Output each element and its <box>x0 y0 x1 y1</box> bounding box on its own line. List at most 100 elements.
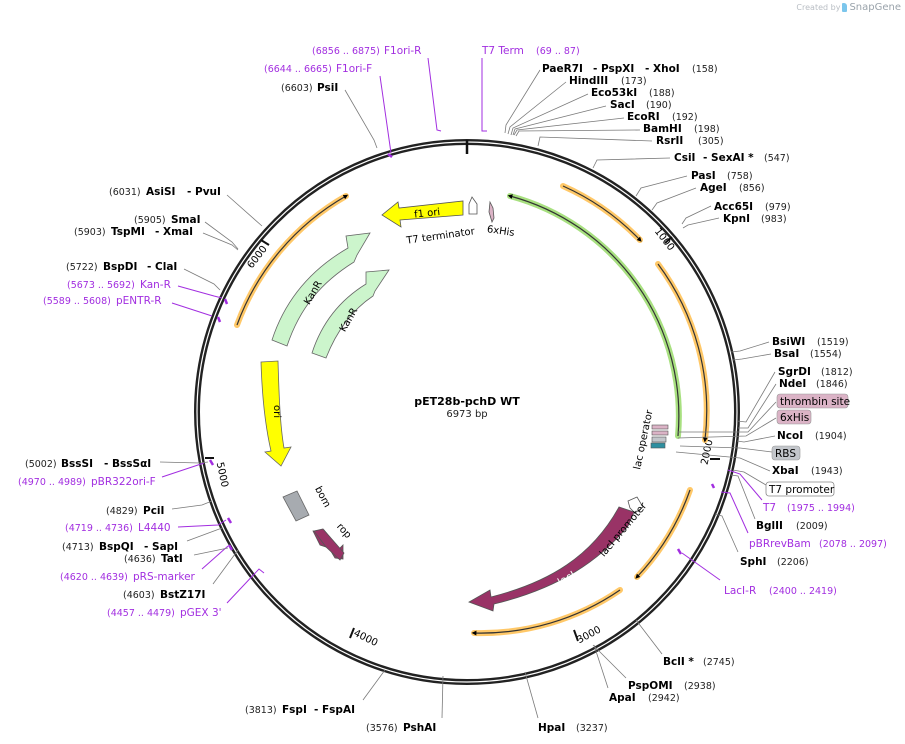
svg-text:(4970 .. 4989): (4970 .. 4989) <box>18 477 86 488</box>
svg-text:(4620 .. 4639): (4620 .. 4639) <box>60 572 128 583</box>
feature-bom[interactable]: bom <box>282 485 332 522</box>
svg-text:(758): (758) <box>727 171 753 182</box>
primer-kan-r[interactable]: (5673 .. 5692) Kan-R <box>67 279 229 305</box>
feature-f1-ori[interactable]: f1 ori <box>381 200 464 228</box>
svg-text:pGEX 3': pGEX 3' <box>180 607 222 619</box>
enzyme-pcii[interactable]: (4829) PciI <box>106 500 213 517</box>
enzyme-ncoi[interactable]: NcoI (1904) <box>736 430 847 443</box>
svg-text:thrombin site: thrombin site <box>780 396 850 408</box>
svg-text:RsrII: RsrII <box>656 135 683 147</box>
svg-text:pRS-marker: pRS-marker <box>133 571 196 583</box>
enzyme-bsiwi[interactable]: BsiWI (1519) <box>730 336 849 353</box>
enzyme-agei[interactable]: AgeI (856) <box>651 182 765 211</box>
enzyme-saci[interactable]: SacI (190) <box>512 99 672 136</box>
svg-text:HindIII: HindIII <box>569 75 608 87</box>
feature-6xhis[interactable]: 6xHis <box>677 409 812 439</box>
svg-text:(3813): (3813) <box>245 705 277 716</box>
svg-text:(4457 .. 4479): (4457 .. 4479) <box>107 608 175 619</box>
feature-rop[interactable]: rop <box>312 521 353 561</box>
primer-t7-term[interactable]: T7 Term (69 .. 87) <box>481 45 580 132</box>
svg-text:(1812): (1812) <box>821 367 853 378</box>
feature-t7-promoter[interactable]: T7 promoter <box>732 469 835 497</box>
enzyme-ecori[interactable]: EcoRI (192) <box>513 111 698 136</box>
svg-text:F1ori-F: F1ori-F <box>336 63 372 75</box>
f1-ori-label: f1 ori <box>414 207 441 221</box>
enzyme-csii[interactable]: CsiI - SexAI * (547) <box>592 152 790 169</box>
svg-text:TatI: TatI <box>161 553 183 565</box>
primer-l4440[interactable]: (4719 .. 4736) L4440 <box>65 517 233 534</box>
enzyme-eco53ki[interactable]: Eco53kI (188) <box>510 87 675 136</box>
enzyme-hindiii[interactable]: HindIII (173) <box>507 75 647 135</box>
enzyme-pasi[interactable]: PasI (758) <box>635 170 753 197</box>
svg-text:(5002): (5002) <box>25 459 57 470</box>
svg-text:RBS: RBS <box>775 448 796 460</box>
feature-kanr-outer[interactable]: KanR <box>271 232 371 347</box>
svg-text:CsiI: CsiI <box>674 152 695 164</box>
enzyme-pspomi[interactable]: PspOMI (2938) <box>592 644 716 692</box>
enzyme-bsssi[interactable]: (5002) BssSI - BssSαI <box>25 458 209 470</box>
enzyme-hpai[interactable]: HpaI (3237) <box>524 671 608 734</box>
svg-text:T7 Term: T7 Term <box>481 45 524 57</box>
enzyme-sgrdi[interactable]: SgrDI (1812) <box>736 366 853 423</box>
svg-text:- SexAI *: - SexAI * <box>703 152 754 164</box>
svg-text:(2009): (2009) <box>796 521 828 532</box>
svg-text:pBR322ori-F: pBR322ori-F <box>91 476 156 488</box>
svg-text:(5905): (5905) <box>134 215 166 226</box>
svg-text:(190): (190) <box>646 100 672 111</box>
svg-text:(188): (188) <box>649 88 675 99</box>
enzyme-acc65i[interactable]: Acc65I (979) <box>681 201 791 225</box>
enzyme-bspqi[interactable]: (4713) BspQI - SapI <box>62 527 223 553</box>
enzyme-asisi[interactable]: (6031) AsiSI - PvuI <box>109 186 263 227</box>
feature-rbs[interactable]: RBS <box>679 445 801 461</box>
enzyme-tati[interactable]: (4636) TatI <box>124 547 229 565</box>
feature-thrombin-site[interactable]: thrombin site <box>678 393 850 433</box>
svg-text:PciI: PciI <box>143 505 164 517</box>
enzyme-tspmi[interactable]: (5903) TspMI - XmaI <box>74 226 239 251</box>
enzyme-apai[interactable]: ApaI (2942) <box>593 644 680 704</box>
primer-f1ori-f[interactable]: (6644 .. 6665) F1ori-F <box>264 63 392 154</box>
enzyme-paer7i[interactable]: PaeR7I - PspXI - XhoI (158) <box>504 63 718 134</box>
enzyme-smai[interactable]: (5905) SmaI <box>134 214 239 250</box>
rop-label: rop <box>334 521 353 541</box>
svg-text:BstZ17I: BstZ17I <box>160 589 205 601</box>
feature-6xhis-small[interactable]: 6xHis <box>486 200 515 239</box>
enzyme-kpni[interactable]: KpnI (983) <box>682 213 787 229</box>
tick-2000: 2000 <box>700 439 716 466</box>
enzyme-bcli[interactable]: BclI * (2745) <box>635 619 735 668</box>
svg-text:BsiWI: BsiWI <box>772 336 805 348</box>
enzyme-psii[interactable]: (6603) PsiI <box>281 82 378 149</box>
svg-text:(5722): (5722) <box>66 262 98 273</box>
enzyme-ndei[interactable]: NdeI (1846) <box>738 378 848 429</box>
enzyme-bamhi[interactable]: BamHI (198) <box>515 123 720 137</box>
svg-text:LacI-R: LacI-R <box>724 585 756 597</box>
feature-lac-operator[interactable]: lac operator <box>632 408 669 471</box>
enzyme-bglii[interactable]: BglII (2009) <box>730 474 828 532</box>
enzyme-bspdi[interactable]: (5722) BspDI - ClaI <box>66 261 221 291</box>
svg-text:F1ori-R: F1ori-R <box>384 45 421 57</box>
primer-pbrrevbam[interactable]: pBRrevBam (2078 .. 2097) <box>710 483 887 550</box>
enzyme-pshai[interactable]: (3576) PshAI <box>366 675 444 734</box>
primer-f1ori-r[interactable]: (6856 .. 6875) F1ori-R <box>312 45 442 132</box>
enzyme-rsrii[interactable]: RsrII (305) <box>537 135 724 147</box>
svg-text:PsiI: PsiI <box>317 82 338 94</box>
svg-text:(1846): (1846) <box>816 379 848 390</box>
enzyme-sphi[interactable]: SphI (2206) <box>714 513 809 568</box>
ori-label: ori <box>271 405 282 418</box>
enzyme-bsai[interactable]: BsaI (1554) <box>732 348 842 361</box>
enzyme-bstz17i[interactable]: (4603) BstZ17I <box>123 549 239 601</box>
enzyme-xbai[interactable]: XbaI (1943) <box>675 451 843 477</box>
svg-text:(6031): (6031) <box>109 187 141 198</box>
enzyme-fspi[interactable]: (3813) FspI - FspAI <box>245 669 386 716</box>
svg-text:(1904): (1904) <box>815 431 847 442</box>
primer-t7[interactable]: T7 (1975 .. 1994) <box>727 469 855 514</box>
primer-pentr-r[interactable]: (5589 .. 5608) pENTR-R <box>43 295 222 323</box>
feature-ori[interactable]: ori <box>260 360 292 467</box>
snapgene-logo-icon <box>842 3 848 12</box>
primer-pbr322ori-f[interactable]: (4970 .. 4989) pBR322ori-F <box>18 459 215 488</box>
primer-laci-r[interactable]: LacI-R (2400 .. 2419) <box>676 548 837 597</box>
svg-text:(2942): (2942) <box>648 693 680 704</box>
snapgene-credit: Created by SnapGene <box>796 2 901 13</box>
primer-prs-marker[interactable]: (4620 .. 4639) pRS-marker <box>60 544 234 583</box>
primer-pgex3[interactable]: (4457 .. 4479) pGEX 3' <box>107 568 265 619</box>
svg-text:EcoRI: EcoRI <box>627 111 660 123</box>
